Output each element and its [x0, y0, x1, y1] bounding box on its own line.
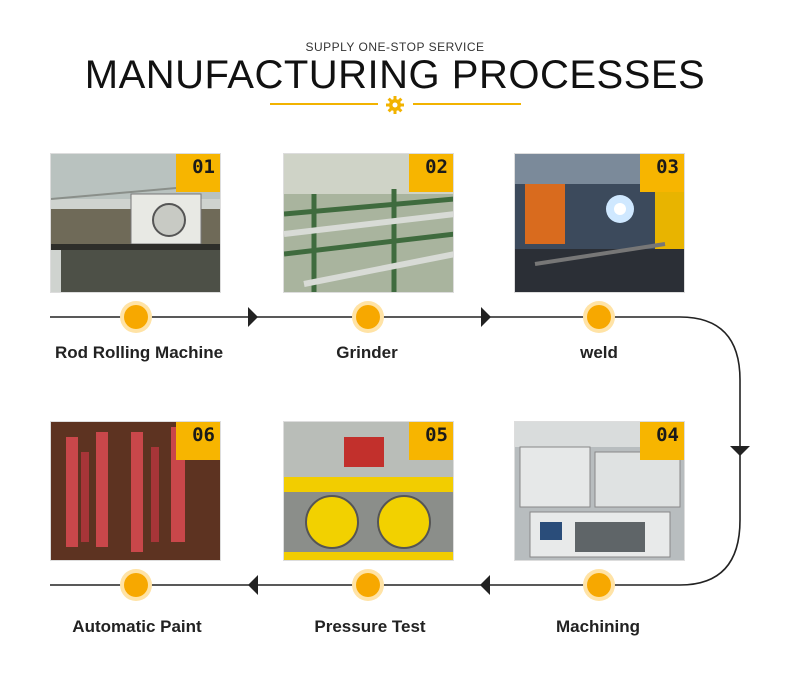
step-label-grinder: Grinder — [336, 343, 398, 362]
arrow-right-icon — [248, 307, 258, 327]
step-label-pressure-test: Pressure Test — [314, 617, 426, 636]
step-number: 02 — [425, 156, 448, 178]
arrow-left-icon — [480, 575, 490, 595]
arrow-left-icon — [248, 575, 258, 595]
arrow-down-icon — [730, 446, 750, 456]
step-label-automatic-paint: Automatic Paint — [72, 617, 202, 636]
page-title: MANUFACTURING PROCESSES — [84, 53, 706, 97]
step-photo-machining: 04 — [514, 421, 685, 561]
gear-icon — [386, 96, 404, 114]
header-subtitle: SUPPLY ONE-STOP SERVICE — [305, 40, 485, 54]
step-marker — [124, 305, 148, 329]
step-number: 06 — [192, 424, 215, 446]
step-photo-weld: 03 — [514, 153, 685, 293]
title-divider-right — [413, 103, 521, 105]
step-label-machining: Machining — [555, 617, 641, 636]
step-photo-automatic-paint: 06 — [50, 421, 221, 561]
step-photo-grinder: 02 — [283, 153, 454, 293]
step-number: 04 — [656, 424, 679, 446]
step-photo-rod-rolling: 01 — [50, 153, 221, 293]
step-marker — [587, 305, 611, 329]
title-divider-left — [270, 103, 378, 105]
step-marker — [356, 305, 380, 329]
step-marker — [587, 573, 611, 597]
step-marker — [356, 573, 380, 597]
step-number: 05 — [425, 424, 448, 446]
step-marker — [124, 573, 148, 597]
step-photo-pressure-test: 05 — [283, 421, 454, 561]
step-label-rod-rolling: Rod Rolling Machine — [54, 343, 224, 362]
step-number: 01 — [192, 156, 215, 178]
step-label-weld: weld — [580, 343, 618, 362]
arrow-right-icon — [481, 307, 491, 327]
step-number: 03 — [656, 156, 679, 178]
